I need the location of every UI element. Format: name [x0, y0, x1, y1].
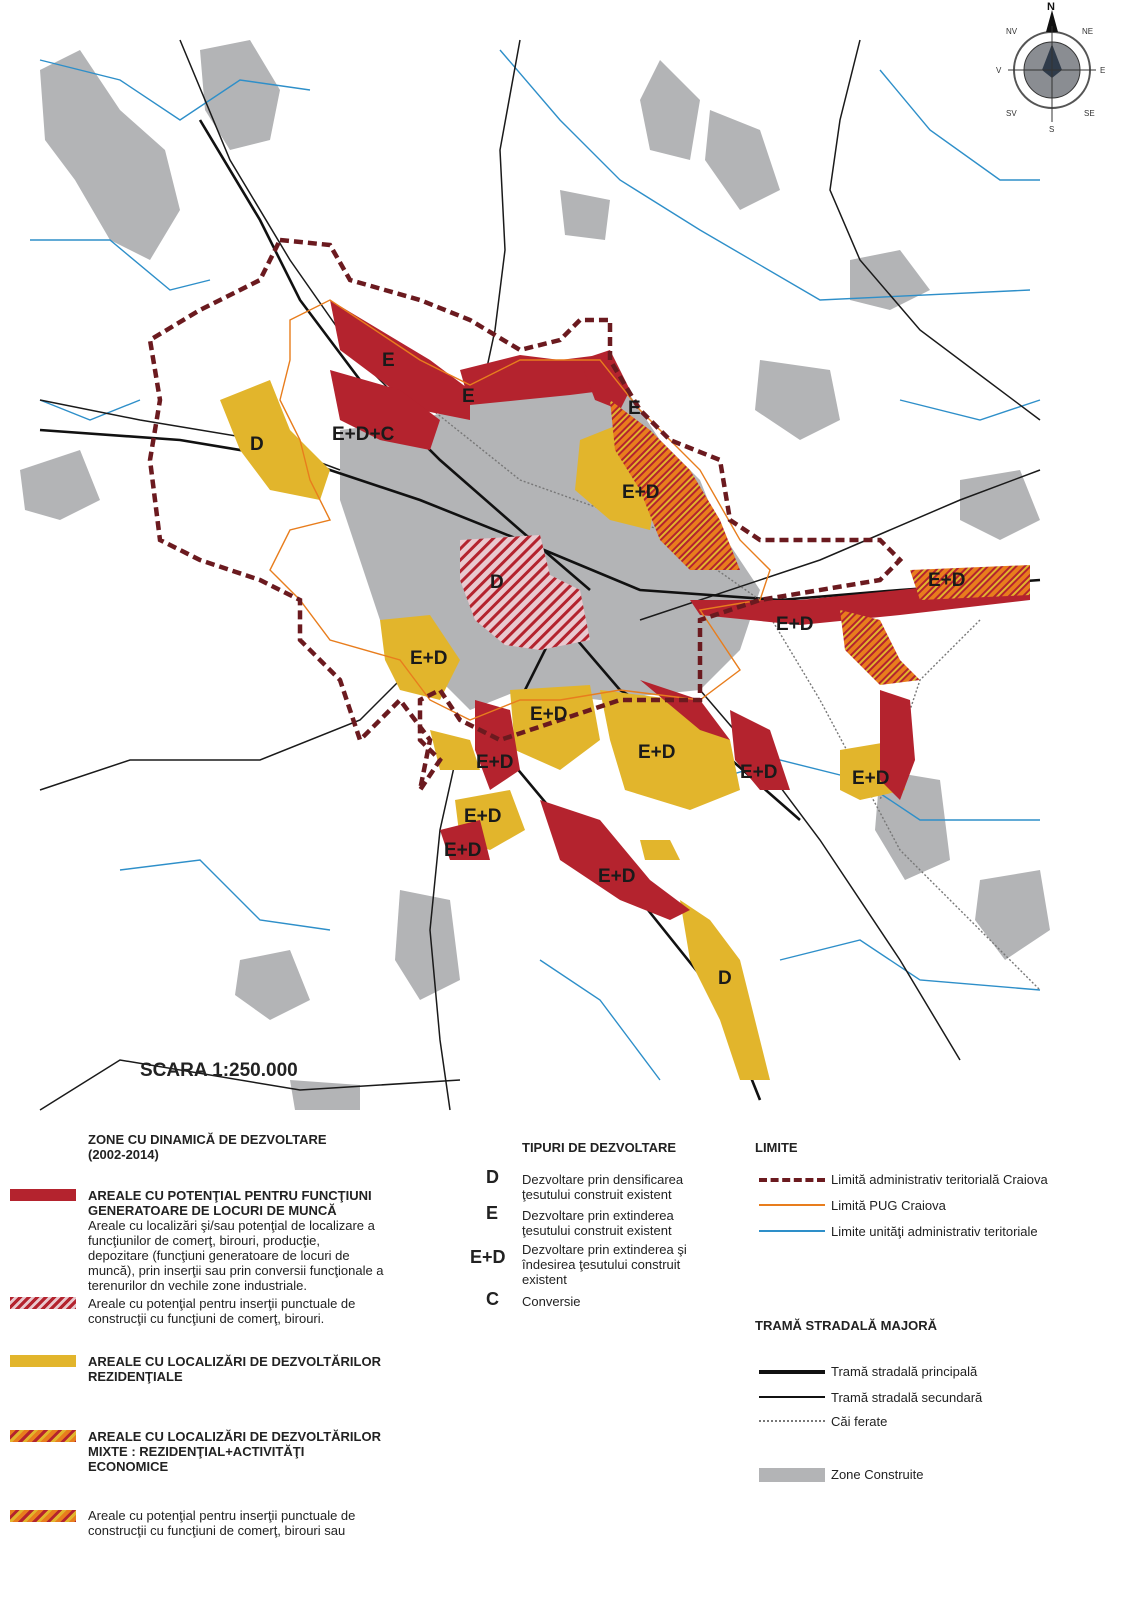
swatch-admin-limit — [759, 1178, 825, 1182]
svg-text:N: N — [1047, 1, 1055, 13]
svg-text:V: V — [996, 66, 1002, 75]
svg-text:NE: NE — [1082, 27, 1093, 36]
swatch-economic — [10, 1189, 76, 1201]
swatch-mixed — [10, 1430, 76, 1442]
legend-economic-desc: Areale cu localizări şi/sau potenţial de… — [88, 1218, 384, 1293]
svg-text:S: S — [1049, 125, 1054, 134]
zone-label: E+D — [928, 570, 966, 591]
zone-label: E+D — [476, 752, 514, 773]
limit-pug: Limită PUG Craiova — [831, 1198, 946, 1213]
zone-label: E+D — [598, 866, 636, 887]
legend-built: Zone Construite — [831, 1467, 924, 1482]
type-code-c: C — [486, 1289, 499, 1309]
type-code-ed: E+D — [470, 1247, 506, 1267]
pug-limit — [269, 299, 771, 721]
legend-limits-title: LIMITE — [755, 1140, 798, 1155]
zone-label: E+D — [464, 806, 502, 827]
legend-insert-1: Areale cu potenţial pentru inserţii punc… — [88, 1296, 356, 1326]
road-railway: Căi ferate — [831, 1414, 888, 1429]
map-scale: SCARA 1:250.000 — [140, 1060, 298, 1081]
zone-label: E — [628, 398, 641, 419]
zone-label: D — [490, 572, 504, 593]
zone-label: E — [382, 350, 395, 371]
legend-types-title: TIPURI DE DEZVOLTARE — [522, 1140, 677, 1155]
type-desc-ed: Dezvoltare prin extinderea şi îndesirea … — [522, 1242, 687, 1287]
type-desc-e: Dezvoltare prin extinderea ţesutului con… — [522, 1208, 674, 1238]
zone-label: D — [718, 968, 732, 989]
swatch-railway — [759, 1420, 825, 1422]
zone-label: E+D — [530, 704, 568, 725]
swatch-mixed-insert — [10, 1510, 76, 1522]
compass-rose-icon: N NV NE V E SV SE S — [996, 1, 1105, 134]
zone-label: D — [250, 434, 264, 455]
swatch-secondary-road — [759, 1396, 825, 1398]
swatch-residential — [10, 1355, 76, 1367]
road-secondary: Tramă stradală secundară — [831, 1390, 983, 1405]
zone-label: E+D+C — [332, 424, 395, 445]
svg-text:SE: SE — [1084, 109, 1095, 118]
residential-areas — [220, 380, 905, 1080]
type-code-e: E — [486, 1203, 499, 1223]
zone-label: E+D — [740, 762, 778, 783]
swatch-main-road — [759, 1370, 825, 1374]
zone-label: E — [462, 386, 475, 407]
legend-residential-title: AREALE CU LOCALIZĂRI DE DEZVOLTĂRILOR RE… — [88, 1354, 381, 1384]
limit-admin: Limită administrativ teritorială Craiova — [831, 1172, 1048, 1187]
legend-zones: ZONE CU DINAMICĂ DE DEZVOLTARE (2002-201… — [0, 1130, 470, 1618]
legend-mixed-title: AREALE CU LOCALIZĂRI DE DEZVOLTĂRILOR MI… — [88, 1429, 381, 1474]
zone-label: E+D — [638, 742, 676, 763]
svg-text:NV: NV — [1006, 27, 1018, 36]
swatch-commercial-insert — [10, 1297, 76, 1309]
zone-label: E+D — [776, 614, 814, 635]
legend-limits: LIMITE Limită administrativ teritorială … — [755, 1130, 1143, 1618]
zone-label: E+D — [410, 648, 448, 669]
type-desc-c: Conversie — [522, 1294, 581, 1309]
mixed-areas — [610, 400, 1030, 685]
zone-label: E+D — [852, 768, 890, 789]
svg-text:SV: SV — [1006, 109, 1017, 118]
svg-text:E: E — [1100, 66, 1105, 75]
limit-units: Limite unităţi administrativ teritoriale — [831, 1224, 1038, 1239]
map: E E E D E+D+C E+D D E+D E+D E+D E+D E+D … — [20, 1, 1105, 1111]
zone-label: E+D — [622, 482, 660, 503]
zone-label: E+D — [444, 840, 482, 861]
legend-zones-period: (2002-2014) — [88, 1147, 159, 1162]
zone-labels: E E E D E+D+C E+D D E+D E+D E+D E+D E+D … — [250, 350, 966, 989]
swatch-built — [759, 1468, 825, 1482]
swatch-unit-limit — [759, 1230, 825, 1232]
road-main: Tramă stradală principală — [831, 1364, 978, 1379]
swatch-pug-limit — [759, 1204, 825, 1206]
type-desc-d: Dezvoltare prin densificarea ţesutului c… — [522, 1172, 684, 1202]
commercial-insert-areas — [460, 535, 590, 650]
legend-insert-2: Areale cu potenţial pentru inserţii punc… — [88, 1508, 356, 1538]
secondary-roads — [39, 39, 1041, 1111]
legend-types: TIPURI DE DEZVOLTARE D Dezvoltare prin d… — [470, 1130, 750, 1350]
legend-zones-title: ZONE CU DINAMICĂ DE DEZVOLTARE — [88, 1132, 327, 1147]
legend-roads-title: TRAMĂ STRADALĂ MAJORĂ — [755, 1318, 937, 1333]
legend-economic-title: AREALE CU POTENŢIAL PENTRU FUNCŢIUNI GEN… — [88, 1188, 372, 1218]
admin-limit — [147, 237, 904, 792]
type-code-d: D — [486, 1167, 499, 1187]
